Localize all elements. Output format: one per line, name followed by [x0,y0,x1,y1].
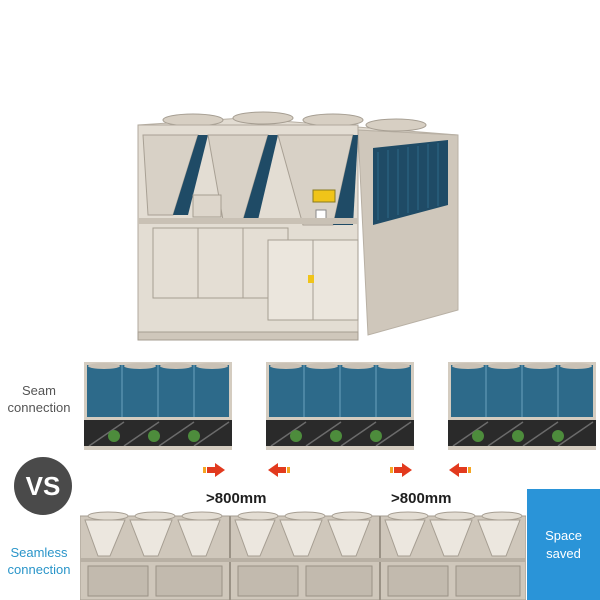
arrow-left-icon [268,463,290,477]
seam-unit-image [84,362,232,450]
gap-distance-label: >800mm [206,490,267,507]
seam-unit-image [448,362,596,450]
seamless-units-image [80,511,526,600]
hero-chiller-image [137,111,459,341]
seam-connection-label: Seam connection [7,383,71,415]
space-saved-box: Space saved [527,489,600,600]
seam-unit-image [266,362,414,450]
arrow-left-icon [449,463,471,477]
arrow-right-icon [390,463,412,477]
seamless-connection-label: Seamless connection [7,545,71,577]
space-saved-label: Space saved [545,527,582,561]
vs-badge: VS [14,457,72,515]
arrow-right-icon [203,463,225,477]
gap-distance-label: >800mm [391,490,452,507]
